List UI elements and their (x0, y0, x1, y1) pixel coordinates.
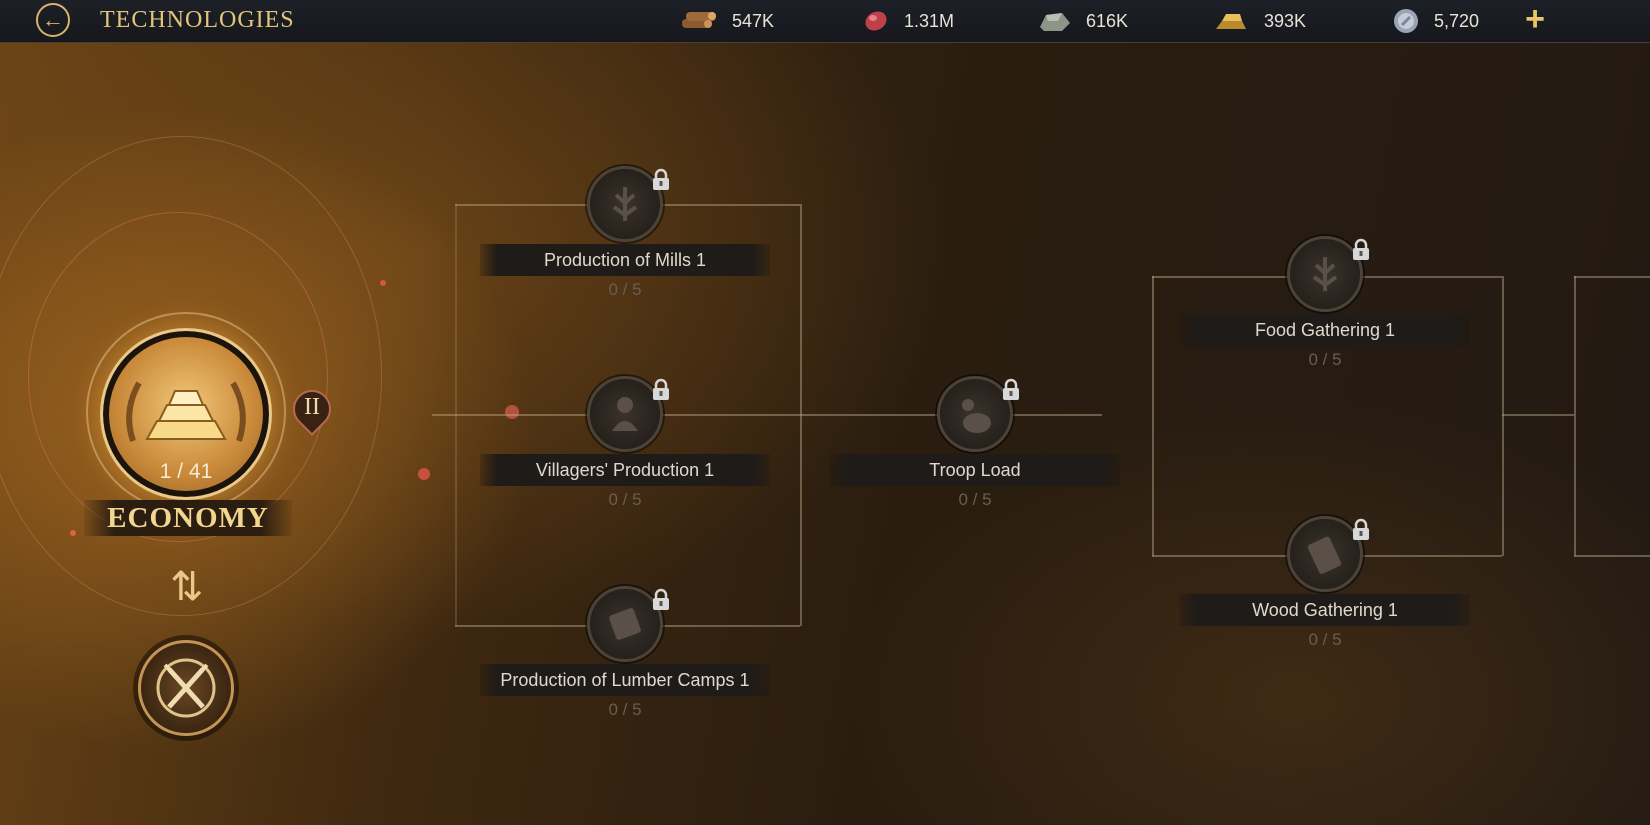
tech-level: 0 / 5 (608, 700, 642, 719)
lock-icon (653, 168, 669, 190)
meat-icon (865, 11, 887, 31)
military-category-button[interactable] (138, 640, 234, 736)
tech-node-wood-gathering[interactable]: Wood Gathering 1 0 / 5 (1180, 516, 1470, 666)
lock-icon (653, 588, 669, 610)
tech-name-plate: Villagers' Production 1 (480, 454, 770, 486)
tree-connector (1574, 555, 1650, 557)
page-title: TECHNOLOGIES (100, 7, 295, 33)
tech-name: Villagers' Production 1 (535, 459, 715, 480)
back-button[interactable]: ← (36, 3, 70, 37)
tree-connector (1502, 414, 1574, 416)
tree-connector (1574, 276, 1650, 278)
tech-name-plate: Food Gathering 1 (1180, 314, 1470, 346)
tree-connector (800, 204, 802, 626)
troop-load-icon (937, 376, 1013, 452)
wheat-icon (1287, 236, 1363, 312)
orbit-dot (418, 468, 430, 480)
orbit-dot (505, 405, 519, 419)
category-label-plate: ECONOMY (84, 500, 292, 536)
wood-icon (682, 12, 716, 28)
orbit-dot (70, 530, 76, 536)
economy-progress: 1 / 41 (159, 460, 213, 483)
tech-name: Production of Mills 1 (543, 249, 707, 270)
gem-icon (1394, 9, 1418, 33)
tech-name: Wood Gathering 1 (1252, 599, 1398, 620)
stone-icon (1040, 13, 1070, 31)
crossed-swords-icon (156, 658, 216, 718)
tech-level: 0 / 5 (608, 490, 642, 509)
add-resources-button[interactable]: + (1525, 0, 1545, 38)
resource-food[interactable]: 1.31M (862, 6, 954, 36)
tree-connector (455, 204, 457, 626)
tech-level: 0 / 5 (958, 490, 992, 509)
orbit-dot (380, 280, 386, 286)
tech-name-plate: Wood Gathering 1 (1180, 594, 1470, 626)
mill-icon (587, 166, 663, 242)
gold-bars-icon (126, 381, 246, 442)
tech-name-plate: Production of Lumber Camps 1 (480, 664, 770, 696)
tree-connector (1502, 276, 1504, 556)
tech-level: 0 / 5 (1308, 630, 1342, 649)
top-bar: ← TECHNOLOGIES 547K 1.31M 616K 393K (0, 0, 1650, 43)
category-label: ECONOMY (107, 501, 269, 534)
resource-gems[interactable]: 5,720 (1392, 6, 1479, 36)
lumber-camp-icon (587, 586, 663, 662)
lock-icon (653, 378, 669, 400)
orbit-ring-inner (28, 212, 328, 542)
tech-name: Production of Lumber Camps 1 (500, 669, 750, 690)
tech-node-villagers-production[interactable]: Villagers' Production 1 0 / 5 (480, 376, 770, 526)
tech-node-troop-load[interactable]: Troop Load 0 / 5 (830, 376, 1120, 526)
orbit-ring-outer (0, 136, 382, 616)
swap-category-icon[interactable]: ⇅ (170, 565, 204, 609)
lock-icon (1003, 378, 1019, 400)
tech-level: 0 / 5 (1308, 350, 1342, 369)
gold-icon (1216, 14, 1246, 29)
tech-node-production-of-lumber-camps[interactable]: Production of Lumber Camps 1 0 / 5 (480, 586, 770, 736)
tech-name: Food Gathering 1 (1254, 319, 1396, 340)
economy-category-button[interactable] (100, 328, 272, 500)
lock-icon (1353, 518, 1369, 540)
tree-connector (432, 414, 1102, 416)
tech-node-food-gathering[interactable]: Food Gathering 1 0 / 5 (1180, 236, 1470, 386)
tech-name: Troop Load (929, 459, 1021, 480)
resource-gold[interactable]: 393K (1212, 6, 1306, 36)
tech-name-plate: Production of Mills 1 (480, 244, 770, 276)
resource-wood[interactable]: 547K (680, 6, 774, 36)
tech-node-production-of-mills[interactable]: Production of Mills 1 0 / 5 (480, 166, 770, 316)
tech-name-plate: Troop Load (830, 454, 1120, 486)
villager-icon (587, 376, 663, 452)
lock-icon (1353, 238, 1369, 260)
tree-connector (1574, 276, 1576, 556)
log-icon (1287, 516, 1363, 592)
tech-level: 0 / 5 (608, 280, 642, 299)
tree-connector (1152, 276, 1154, 556)
tier-label: II (304, 394, 320, 420)
arrow-left-icon: ← (42, 7, 64, 32)
resource-stone[interactable]: 616K (1036, 6, 1128, 36)
